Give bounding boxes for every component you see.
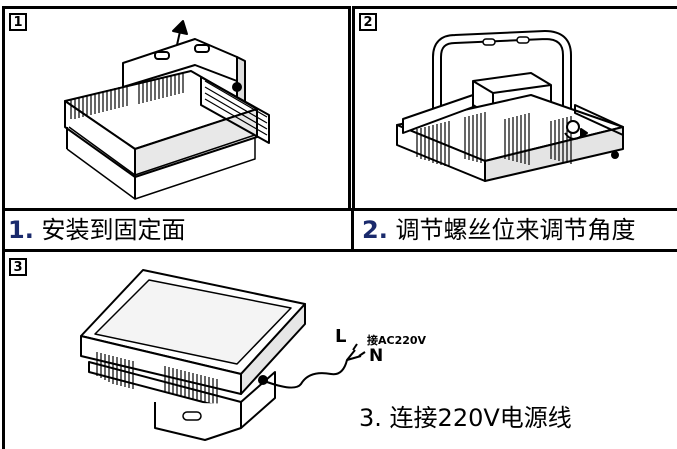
caption-2-text: 调节螺丝位来调节角度 [395, 216, 636, 244]
panel-1-number: 1 [9, 13, 27, 31]
wiring-illustration [80, 269, 366, 441]
caption-1-text: 安装到固定面 [41, 216, 186, 244]
caption-2-number: 2. [362, 216, 388, 244]
panel-2: 2 [352, 6, 677, 211]
caption-1: 1. 安装到固定面 [8, 216, 185, 244]
caption-3-number: 3. [359, 404, 382, 432]
caption-2: 2. 调节螺丝位来调节角度 [362, 216, 674, 244]
angle-adjust-illustration [396, 30, 624, 182]
wire-neutral-label: N [369, 346, 384, 366]
caption-divider [351, 208, 354, 252]
panel-3-number: 3 [9, 258, 27, 276]
panel-3: 3 [2, 249, 677, 449]
light-mounted-illustration [64, 20, 270, 200]
caption-3-text: 连接220V电源线 [389, 404, 572, 432]
caption-1-number: 1. [8, 216, 34, 244]
wire-live-label: L [335, 326, 347, 347]
panel-2-number: 2 [359, 13, 377, 31]
panel-1: 1 [2, 6, 351, 211]
wire-supply-label: 接AC220V [367, 334, 427, 347]
caption-3: 3. 连接220V电源线 [359, 404, 572, 432]
